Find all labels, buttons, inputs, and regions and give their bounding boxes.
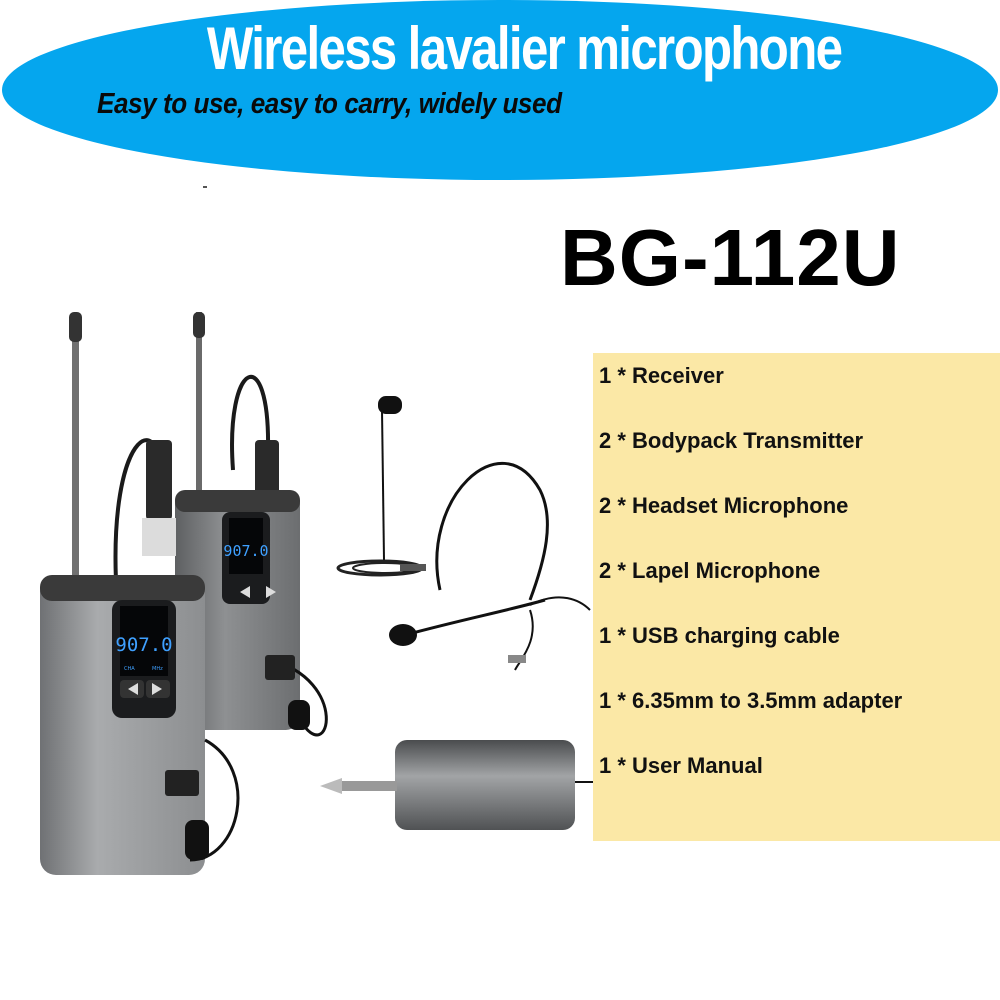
transmitter-front: 907.0 CHA MHz [40,312,205,875]
banner-subtitle: Easy to use, easy to carry, widely used [97,88,562,120]
list-item: 2 * Lapel Microphone [599,558,821,583]
svg-text:907.0: 907.0 [223,542,268,560]
receiver [320,740,600,830]
product-illustration: 907.0 907.0 CHA MHz [40,312,600,875]
model-number: BG-112U [560,213,901,302]
package-contents: 1 * Receiver 2 * Bodypack Transmitter 2 … [593,353,1000,841]
svg-text:MHz: MHz [152,666,163,672]
list-item: 2 * Headset Microphone [599,493,849,518]
list-item: 1 * 6.35mm to 3.5mm adapter [599,688,903,713]
list-item: 2 * Bodypack Transmitter [599,428,864,453]
lapel-clip-icon [265,655,295,680]
list-item: 1 * USB charging cable [599,623,840,648]
lapel-mic-icon [288,700,310,730]
svg-text:CHA: CHA [124,666,135,672]
lapel-microphone [336,396,426,577]
list-item: 1 * User Manual [599,753,763,778]
headset-microphone [389,462,591,671]
decorative-dot [203,186,207,188]
list-item: 1 * Receiver [599,363,724,388]
banner-title: Wireless lavalier microphone [206,15,843,82]
title-banner [2,0,998,180]
svg-text:907.0: 907.0 [115,634,172,656]
